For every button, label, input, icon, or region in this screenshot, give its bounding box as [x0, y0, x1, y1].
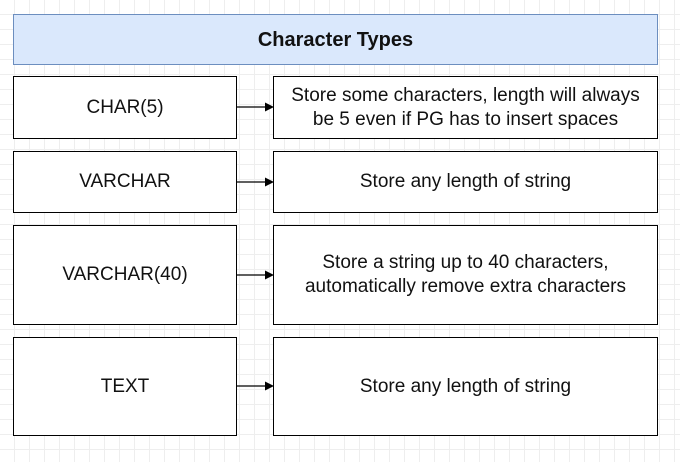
description-text: Store any length of string [359, 171, 572, 192]
title-box: Character Types [13, 14, 658, 65]
arrow-connector [237, 101, 275, 113]
description-line: automatically remove extra characters [304, 276, 626, 297]
description-box-varchar40: Store a string up to 40 characters, auto… [273, 225, 658, 325]
description-box-varchar: Store any length of string [273, 151, 658, 213]
arrow-connector [237, 380, 275, 392]
type-box-char5: CHAR(5) [13, 76, 237, 139]
type-label: VARCHAR [79, 171, 171, 192]
diagram-title: Character Types [257, 28, 414, 51]
arrow-connector [237, 176, 275, 188]
arrow-connector [237, 269, 275, 281]
description-line: Store a string up to 40 characters, [322, 252, 609, 273]
type-label: TEXT [100, 375, 150, 397]
type-box-varchar: VARCHAR [13, 151, 237, 213]
description-text: Store any length of string [359, 375, 572, 397]
type-label: CHAR(5) [86, 96, 164, 118]
description-text: Store some characters, length will alway… [291, 84, 639, 132]
description-box-char5: Store some characters, length will alway… [273, 76, 658, 139]
description-box-text: Store any length of string [273, 337, 658, 436]
description-line: be 5 even if PG has to insert spaces [312, 108, 619, 130]
description-line: Store some characters, length will alway… [291, 84, 640, 106]
description-text: Store a string up to 40 characters, auto… [305, 251, 626, 299]
type-box-text: TEXT [13, 337, 237, 436]
type-label: VARCHAR(40) [62, 264, 188, 285]
type-box-varchar40: VARCHAR(40) [13, 225, 237, 325]
